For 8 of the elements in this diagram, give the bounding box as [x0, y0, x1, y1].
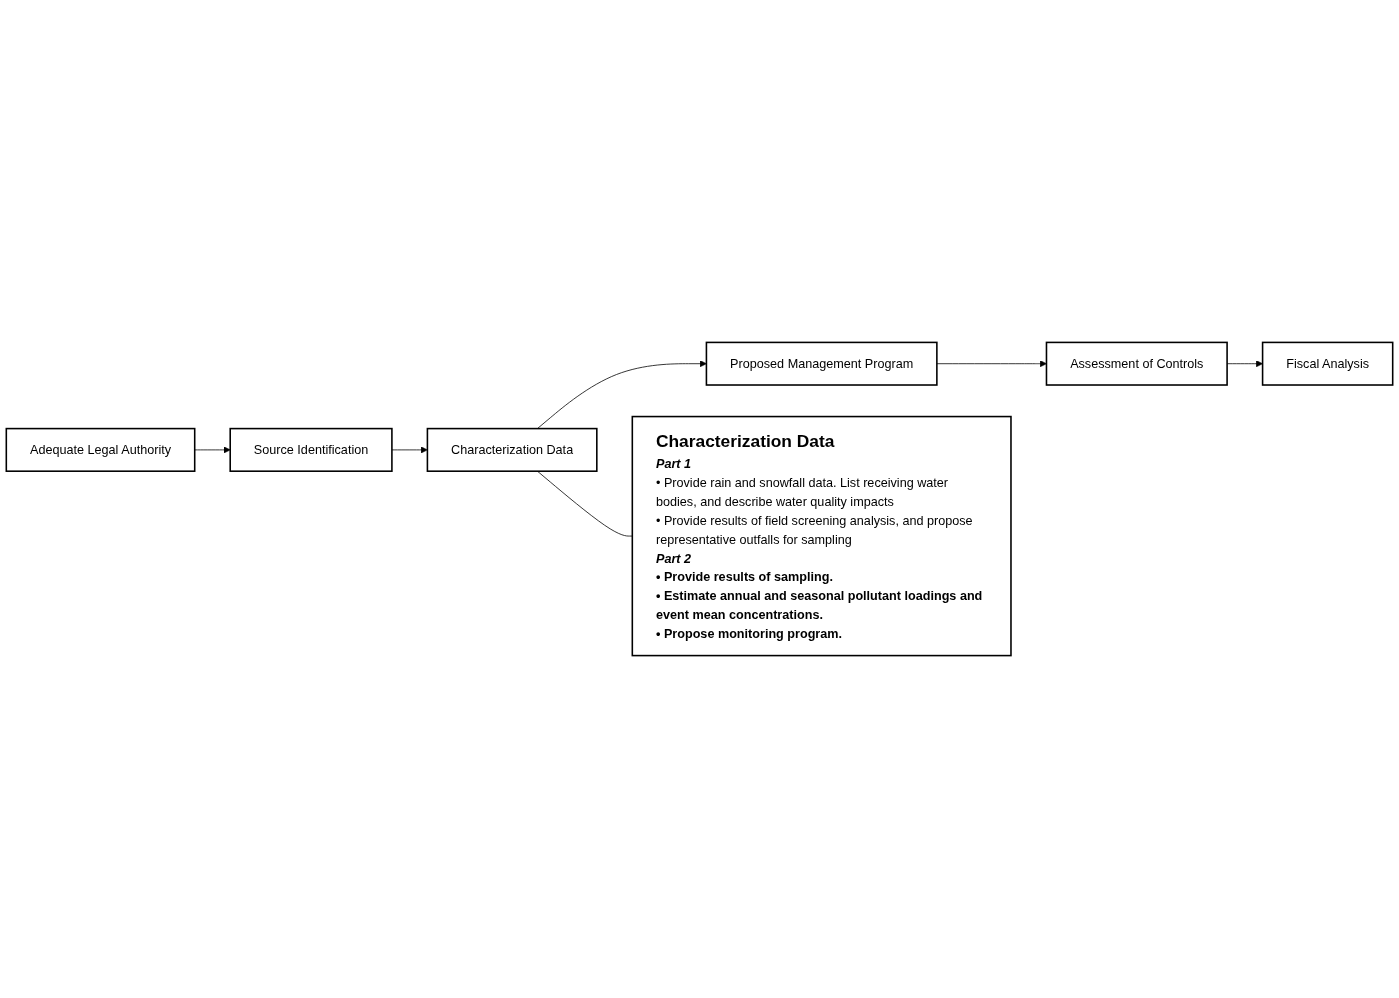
- node-box: Fiscal Analysis: [1261, 341, 1394, 386]
- node-box: Adequate Legal Authority: [5, 427, 196, 472]
- connector: [537, 470, 633, 537]
- node-box: Source Identification: [229, 427, 393, 472]
- node-box: Assessment of Controls: [1045, 341, 1228, 386]
- node-box: Characterization Data: [426, 427, 598, 472]
- node-box: Characterization Data Part 1 • Provide rain and snowfall data. List receiving water bodies, and describe water quality impacts • Provide results of field screening analysis, and propose representative outfalls for sampling Part 2 • Provide results of sampling. • Estimate annual and seasonal pollutant loadings and event mean concentrations. • Propose monitoring program.: [631, 415, 1012, 657]
- node-box: Proposed Management Program: [705, 341, 938, 386]
